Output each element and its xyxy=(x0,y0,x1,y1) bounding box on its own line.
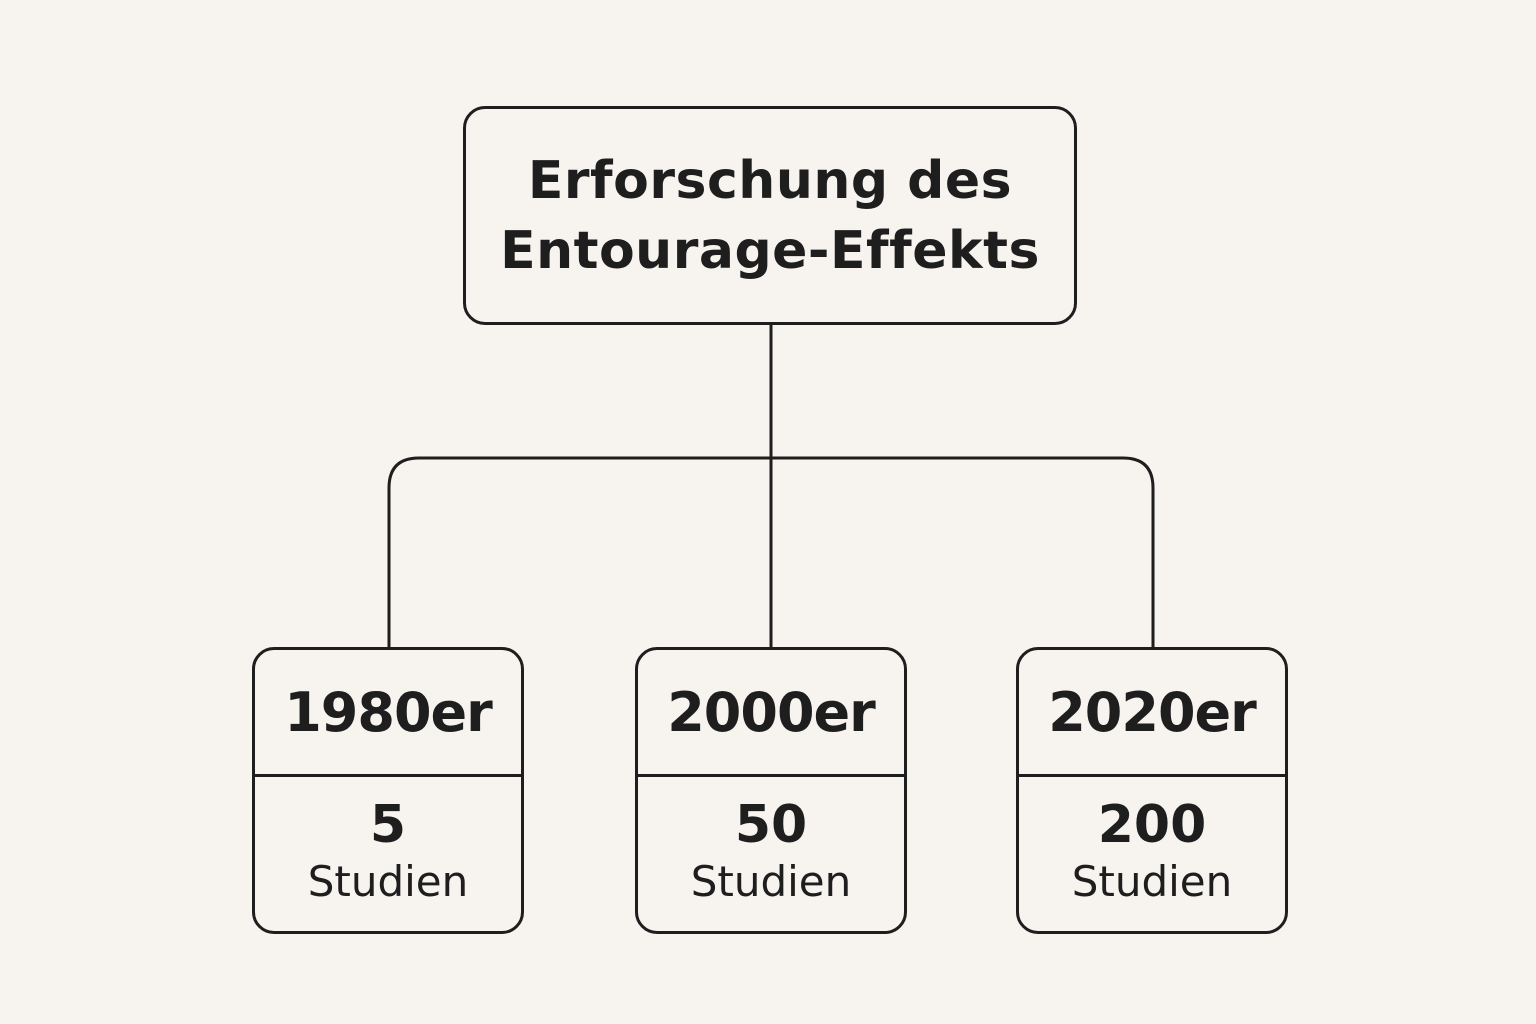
root-node: Erforschung des Entourage-Effekts xyxy=(463,106,1077,325)
connector-branch-horizontal xyxy=(387,456,1155,647)
decade-label: 2020er xyxy=(1048,680,1257,744)
root-title-line-1: Erforschung des xyxy=(527,150,1013,211)
node-2020s-body: 200 Studien xyxy=(1019,777,1285,931)
study-unit: Studien xyxy=(690,857,852,906)
node-2000s-body: 50 Studien xyxy=(638,777,904,931)
root-title-line-2: Entourage-Effekts xyxy=(500,220,1040,281)
node-2020s-header: 2020er xyxy=(1019,650,1285,777)
study-count: 5 xyxy=(369,795,407,855)
node-1980s-header: 1980er xyxy=(255,650,521,777)
study-count: 50 xyxy=(734,795,808,855)
node-2000s: 2000er 50 Studien xyxy=(635,647,907,934)
node-2000s-header: 2000er xyxy=(638,650,904,777)
study-unit: Studien xyxy=(1071,857,1233,906)
study-count: 200 xyxy=(1097,795,1207,855)
node-1980s-body: 5 Studien xyxy=(255,777,521,931)
decade-label: 1980er xyxy=(284,680,493,744)
node-1980s: 1980er 5 Studien xyxy=(252,647,524,934)
decade-label: 2000er xyxy=(667,680,876,744)
study-unit: Studien xyxy=(307,857,469,906)
node-2020s: 2020er 200 Studien xyxy=(1016,647,1288,934)
